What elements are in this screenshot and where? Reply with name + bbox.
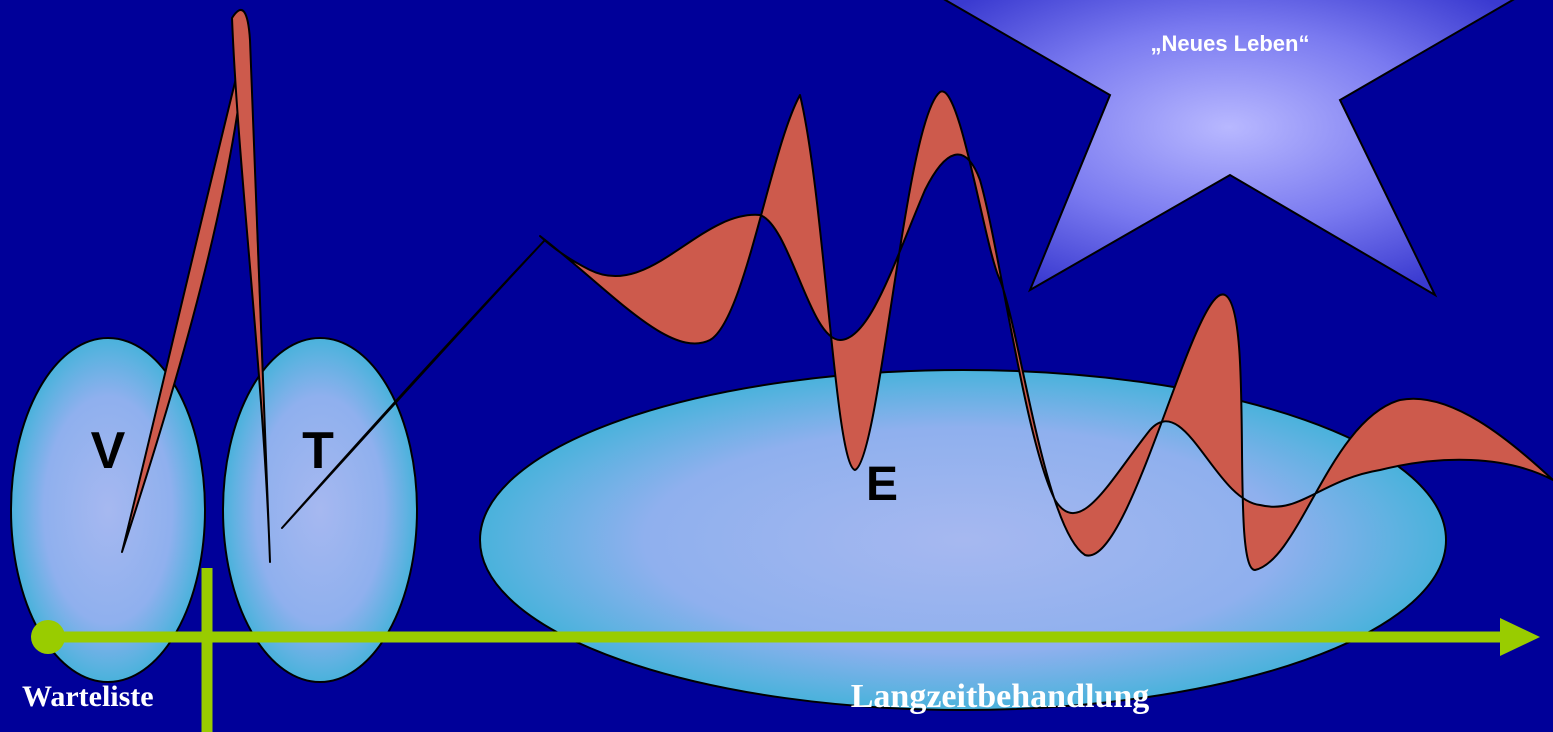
timeline-main-label: Langzeitbehandlung	[851, 678, 1150, 715]
phase-e-label: E	[866, 458, 898, 511]
wave-ribbon	[121, 9, 1553, 571]
timeline	[31, 568, 1540, 732]
star-shape	[943, 0, 1515, 298]
wave-segment-e	[539, 90, 1553, 571]
wave-segment-spike	[231, 9, 271, 563]
phase-e-ellipse	[479, 369, 1447, 711]
phase-t-label: T	[302, 422, 334, 480]
phase-v-label: V	[91, 422, 126, 480]
neues-leben-star: „Neues Leben“	[943, 0, 1515, 298]
timeline-start-dot	[31, 620, 65, 654]
star-label: „Neues Leben“	[1151, 31, 1310, 56]
timeline-arrow-head	[1500, 618, 1540, 656]
timeline-start-label: Warteliste	[22, 680, 154, 713]
phase-t-ellipse	[222, 337, 418, 683]
